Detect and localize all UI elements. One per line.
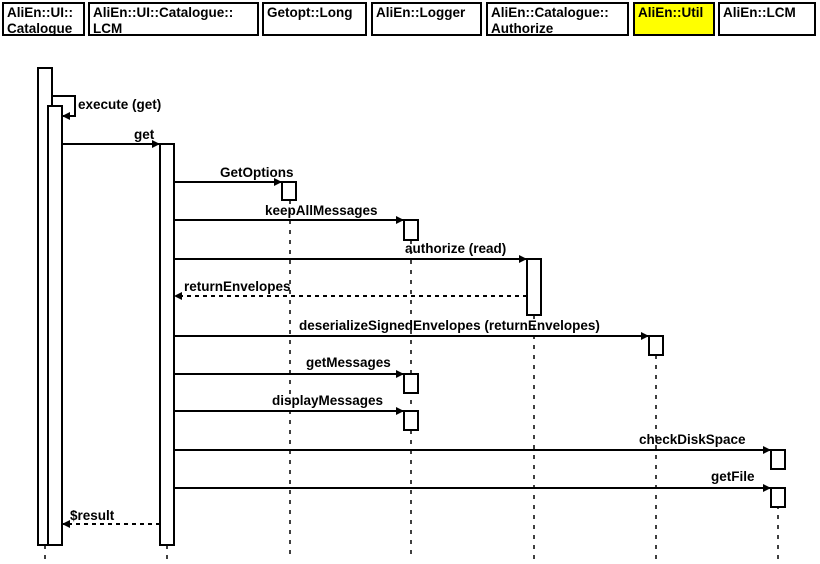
message-checkdiskspace-label: checkDiskSpace [639, 432, 746, 447]
activation-getopt-long [281, 181, 297, 201]
activation-logger-keepall [403, 219, 419, 241]
message-getoptions-label: GetOptions [220, 165, 294, 180]
lifeline-header-ui-catalogue-lcm: AliEn::UI::Catalogue:: LCM [88, 2, 259, 36]
activation-ui-catalogue-lcm [159, 143, 175, 546]
message-returnenvelopes-label: returnEnvelopes [184, 279, 291, 294]
message-execute-get-label: execute (get) [78, 97, 161, 112]
message-deserializesignedenvelopes-returnenvelopes-label: deserializeSignedEnvelopes (returnEnvelo… [299, 318, 600, 333]
message-getmessages-label: getMessages [306, 355, 391, 370]
lifeline-header-ui-catalogue: AliEn::UI:: Catalogue [2, 2, 85, 36]
lifeline-header-util: AliEn::Util [633, 2, 715, 36]
message-get-label: get [134, 127, 155, 142]
message-authorize-read-label: authorize (read) [405, 241, 506, 256]
activation-lcm-getfile [770, 487, 786, 508]
message-keepallmessages-label: keepAllMessages [265, 203, 378, 218]
activation-util [648, 335, 664, 356]
lifeline-header-catalogue-authorize: AliEn::Catalogue:: Authorize [486, 2, 629, 36]
activation-ui-catalogue-execute [47, 105, 63, 546]
activation-authorize [526, 258, 542, 316]
message-displaymessages-label: displayMessages [272, 393, 383, 408]
activation-logger-getmessages [403, 373, 419, 394]
lifeline-header-lcm: AliEn::LCM [718, 2, 816, 36]
message-result-label: $result [70, 508, 115, 523]
activation-lcm-checkdisk [770, 449, 786, 470]
lifeline-header-getopt-long: Getopt::Long [262, 2, 367, 36]
lifeline-header-logger: AliEn::Logger [371, 2, 482, 36]
message-getfile-label: getFile [711, 469, 755, 484]
message-execute-get-arrow [52, 95, 76, 120]
activation-logger-displaymessages [403, 410, 419, 431]
